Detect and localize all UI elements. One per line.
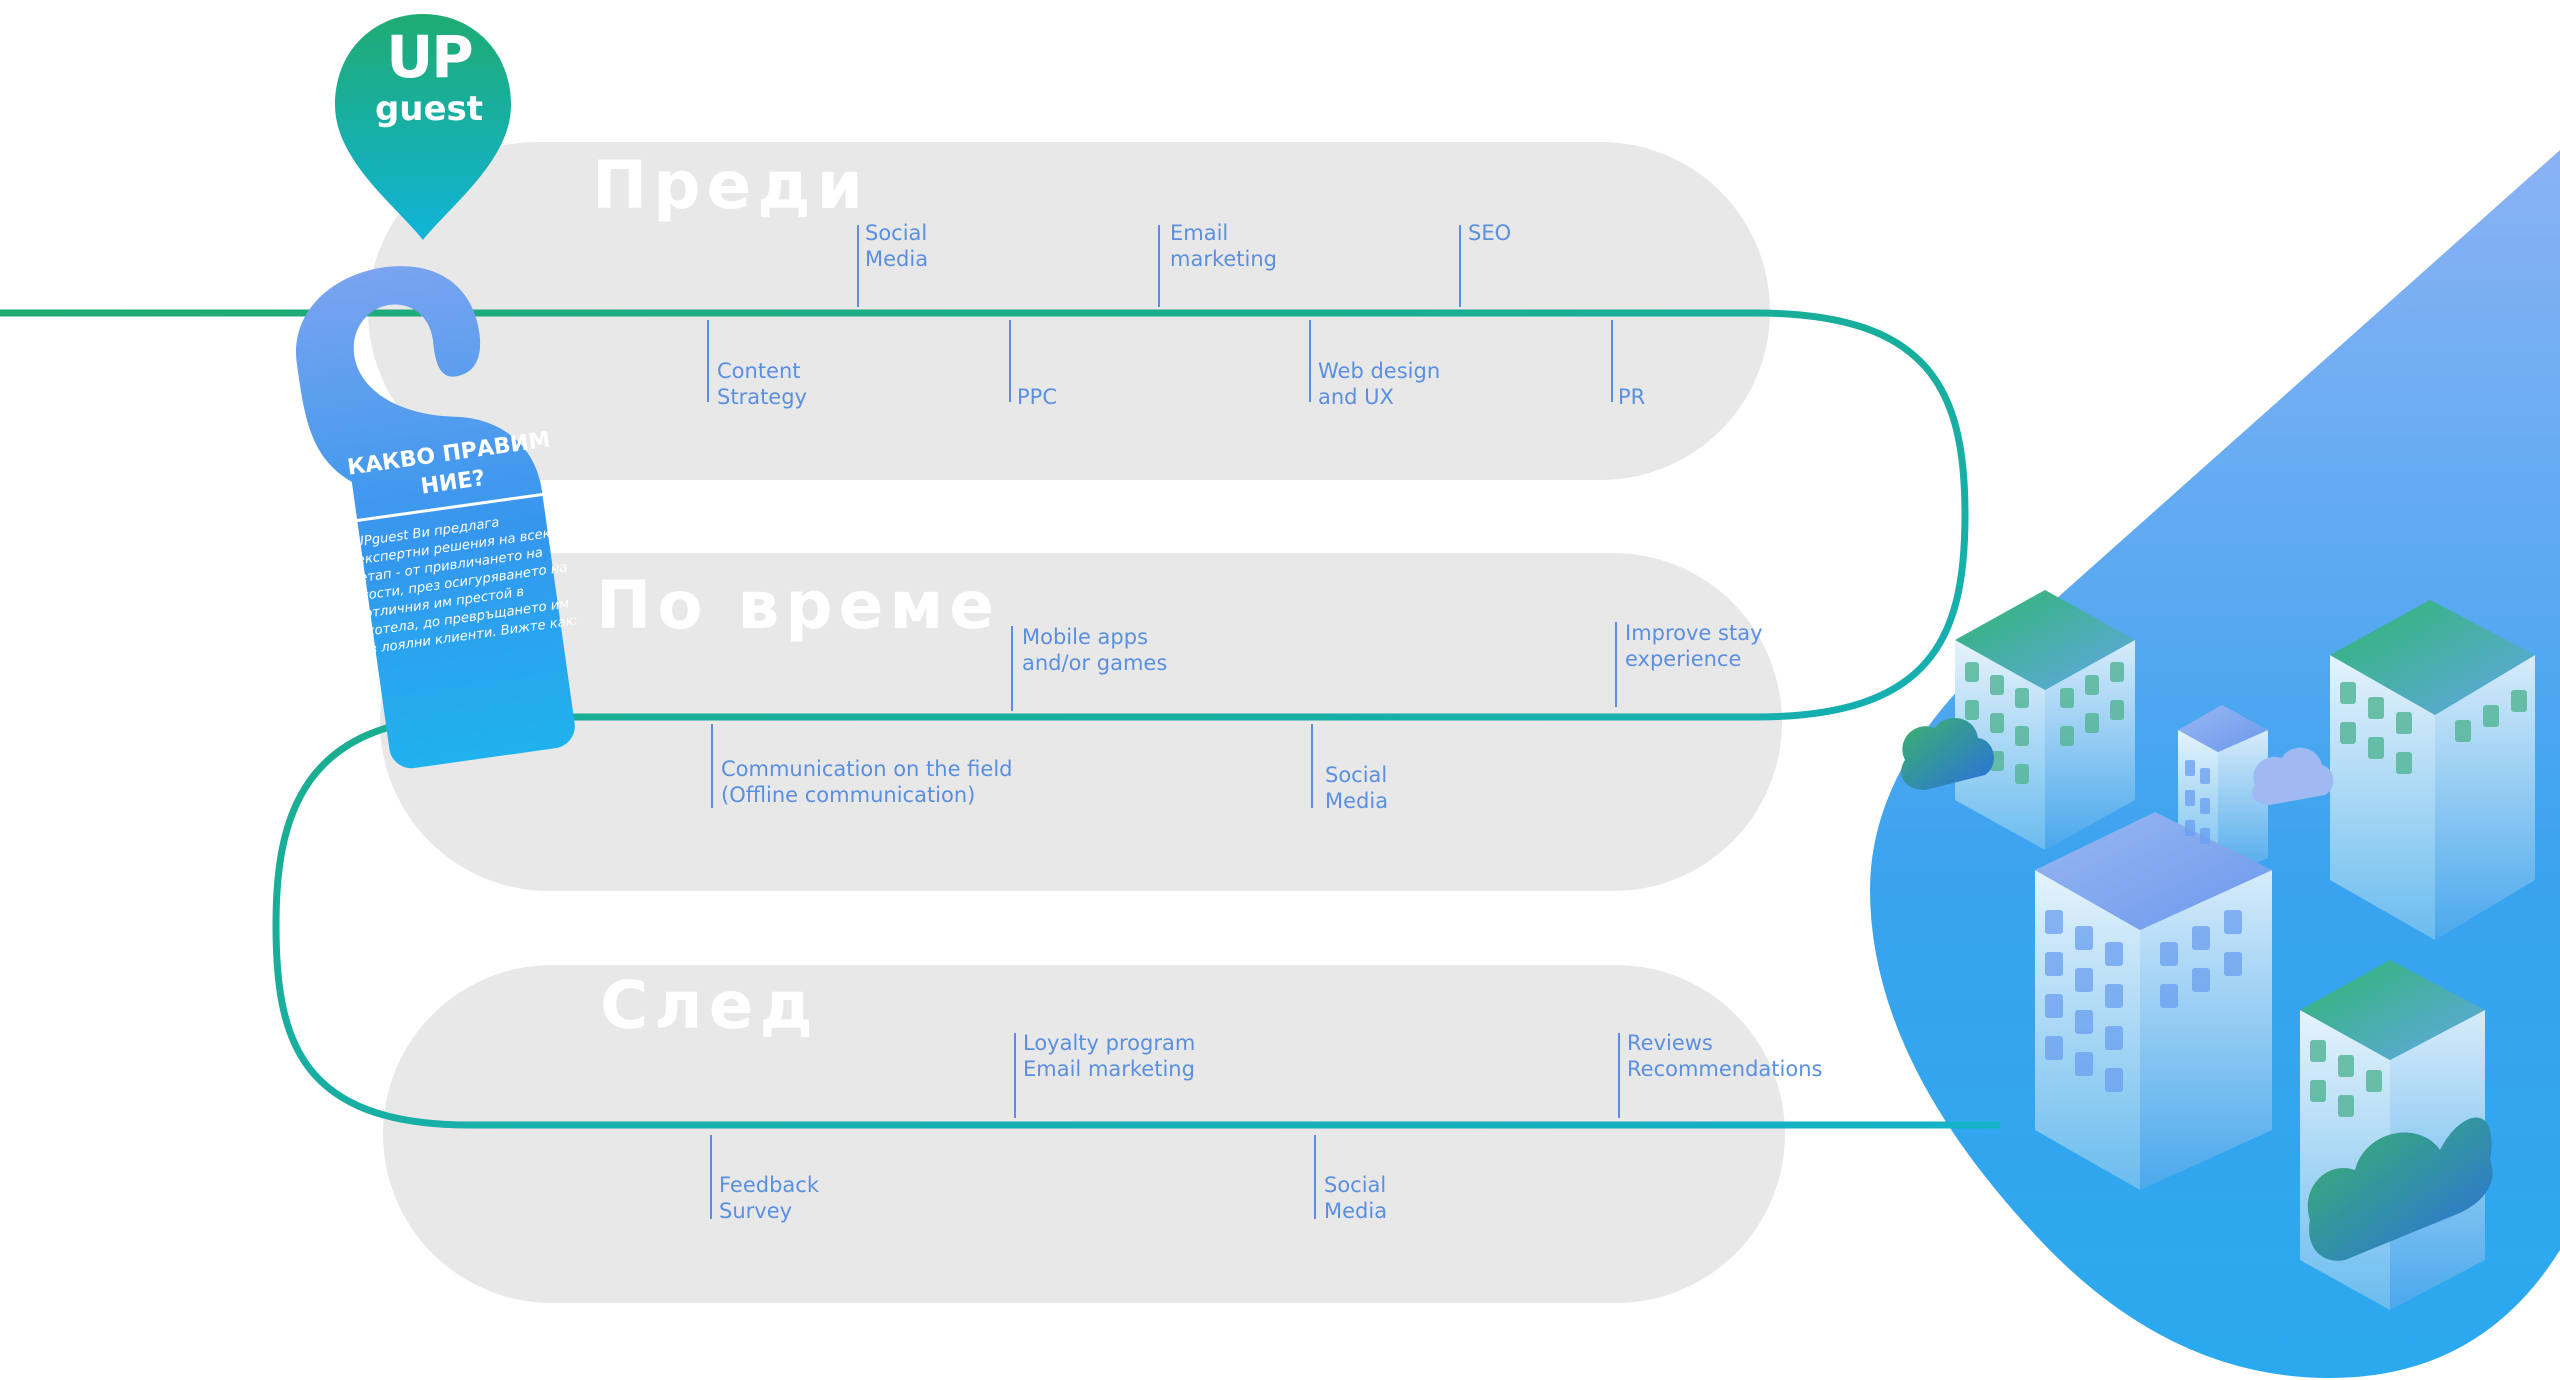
stage-pill-after xyxy=(383,965,1785,1303)
tag-content: КАКВО ПРАВИМ НИЕ? UPguest Ви предлага ек… xyxy=(338,424,592,712)
hotel-buildings-illustration xyxy=(1901,590,2535,1310)
cloud-icon xyxy=(1901,717,1994,790)
stage-pill-during xyxy=(380,553,1782,891)
label-seo: SEO xyxy=(1468,221,1511,245)
cloud-icon xyxy=(2252,747,2334,805)
journey-path xyxy=(0,309,2000,1129)
logo-guest-text: guest xyxy=(374,89,484,129)
tag-description: UPguest Ви предлага експертни решения на… xyxy=(353,515,579,658)
door-hanger-tag xyxy=(296,266,575,769)
label-pr: PR xyxy=(1618,385,1645,409)
label-ppc: PPC xyxy=(1017,385,1057,409)
map-pin-icon xyxy=(335,14,511,240)
logo-up-text: UP xyxy=(386,23,474,91)
stage-title-before: Преди xyxy=(592,147,869,224)
stage-title-after: След xyxy=(600,967,819,1044)
stage-title-during: По време xyxy=(596,567,1000,644)
cloud-icon xyxy=(2307,1117,2493,1261)
label-communication-field: Communication on the field(Offline commu… xyxy=(721,757,1012,807)
